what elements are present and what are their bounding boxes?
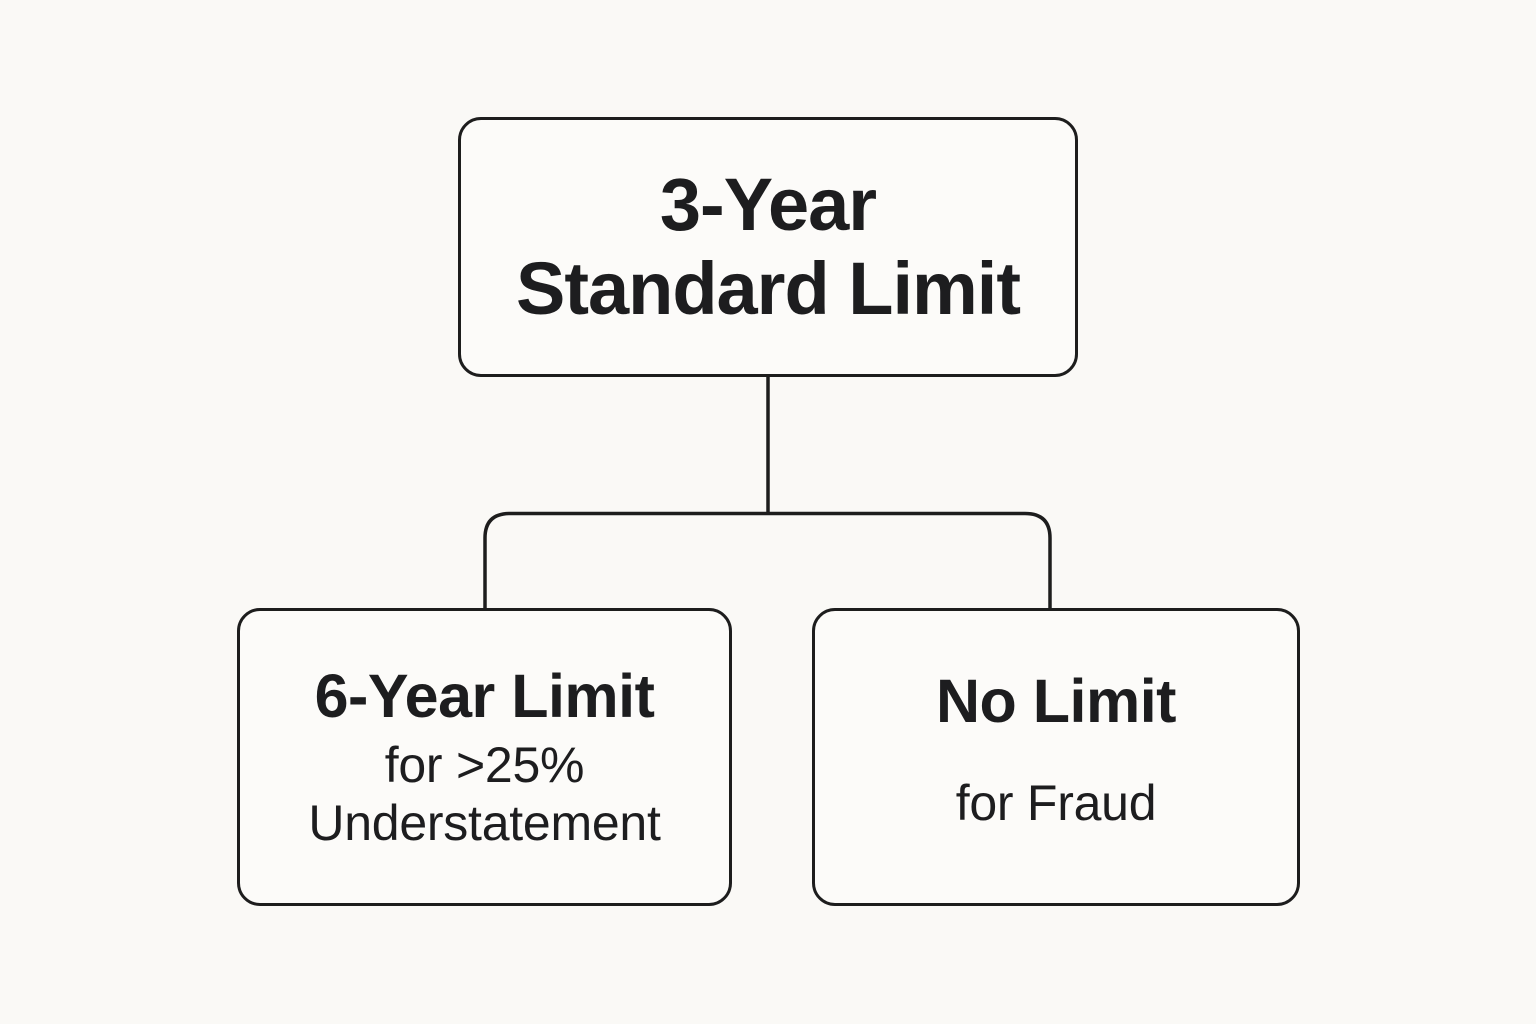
node-subtitle-line-1: for >25% [384, 736, 585, 793]
connector-bracket [483, 511, 1052, 612]
node-heading: 6-Year Limit [314, 662, 655, 731]
node-text-block: No Limit for Fraud [936, 666, 1176, 833]
node-title-line-2: Standard Limit [515, 247, 1021, 330]
node-title: 3-Year Standard Limit [515, 163, 1021, 330]
node-6-year-limit: 6-Year Limit for >25% Understatement [237, 608, 732, 906]
node-text-block: 6-Year Limit for >25% Understatement [308, 661, 661, 852]
node-title-line-1: 3-Year [659, 163, 877, 247]
node-3-year-standard-limit: 3-Year Standard Limit [458, 117, 1078, 377]
node-no-limit: No Limit for Fraud [812, 608, 1300, 906]
node-subtitle: for Fraud [955, 774, 1157, 831]
node-heading: No Limit [936, 666, 1176, 735]
node-subtitle-line-2: Understatement [308, 795, 661, 852]
